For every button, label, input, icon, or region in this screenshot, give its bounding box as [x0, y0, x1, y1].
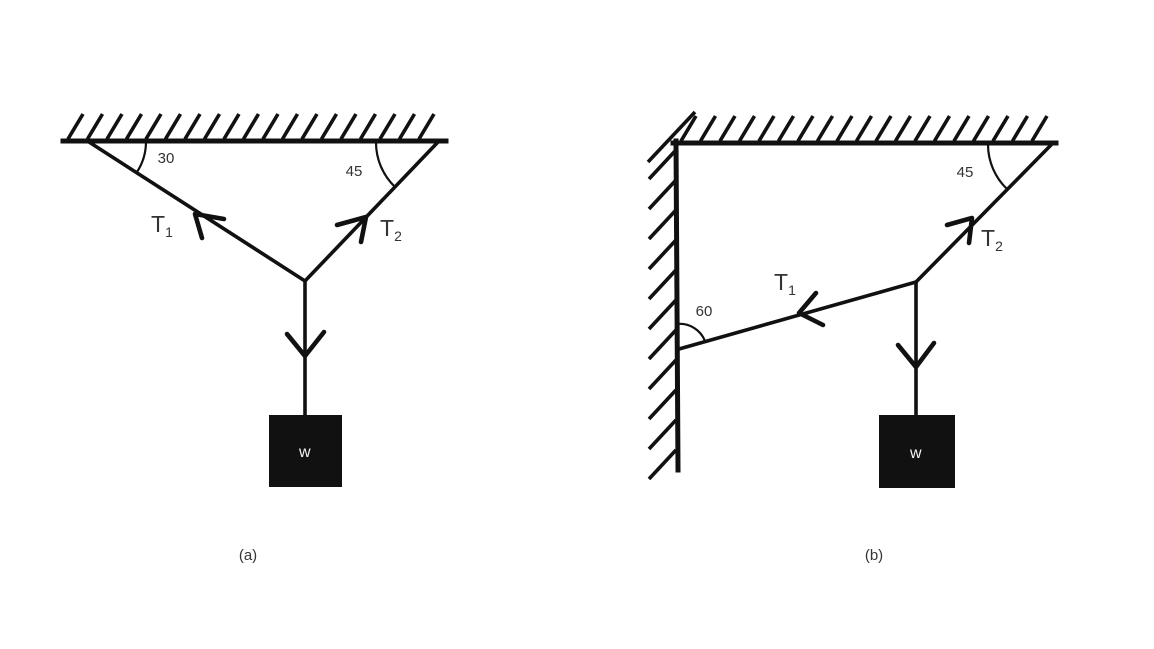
rope-t1-a — [87, 140, 307, 283]
ceiling-hatching-b — [679, 115, 1049, 142]
hatch-mark — [647, 298, 678, 331]
arrowhead-t1-b — [796, 290, 826, 328]
rope-t2-b — [914, 143, 1053, 284]
hatch-mark — [358, 113, 378, 140]
hatch-mark — [202, 113, 222, 140]
diagram-b: 60 45 T1 T2 w (b) — [646, 110, 1059, 564]
hatch-mark — [647, 208, 678, 241]
hatch-mark — [647, 238, 678, 271]
hatch-mark — [647, 148, 678, 181]
caption-b: (b) — [865, 547, 883, 564]
angle-arc-60-b — [676, 322, 707, 342]
wall-hatching-b — [646, 110, 697, 481]
angle-arc-45-b — [986, 144, 1008, 190]
hatch-mark — [893, 115, 913, 142]
weight-label-a: w — [298, 444, 311, 461]
rope-t1-b — [677, 280, 918, 351]
hatch-mark — [647, 178, 678, 211]
arrowhead-weight-a — [284, 329, 327, 359]
hatch-mark — [105, 113, 124, 140]
tension-label-t1-a: T1 — [151, 211, 173, 240]
hatch-mark — [647, 268, 678, 301]
arrowhead-t2-b — [944, 215, 975, 246]
tension-label-t1-b: T1 — [774, 269, 796, 298]
hatch-mark — [971, 115, 991, 142]
hatch-mark — [932, 115, 952, 142]
hatch-mark — [417, 113, 436, 140]
angle-arc-30-a — [136, 141, 148, 173]
hatch-mark — [85, 113, 105, 140]
hatch-mark — [319, 113, 339, 140]
hatch-mark — [280, 113, 300, 140]
arrowhead-t2-a — [334, 214, 369, 245]
hatch-mark — [776, 115, 796, 142]
hatch-mark — [163, 113, 183, 140]
angle-arc-45-a — [374, 141, 396, 188]
weight-box-b — [879, 415, 955, 488]
hatch-mark — [835, 115, 854, 142]
hatch-mark — [647, 328, 678, 361]
hatch-mark — [222, 113, 241, 140]
angle-label-45-a: 45 — [346, 163, 363, 180]
hatch-mark — [378, 113, 397, 140]
hatch-mark — [66, 113, 85, 140]
hatch-mark — [241, 113, 261, 140]
hatch-mark — [1010, 115, 1030, 142]
hatch-mark — [647, 448, 678, 481]
hatch-mark — [124, 113, 144, 140]
hatch-mark — [991, 115, 1010, 142]
hatch-mark — [913, 115, 932, 142]
hatch-mark — [261, 113, 280, 140]
hatch-mark — [647, 418, 678, 451]
hatch-mark — [144, 113, 163, 140]
hatch-mark — [647, 358, 678, 391]
hatch-mark — [757, 115, 776, 142]
hatch-mark — [646, 110, 697, 164]
tension-label-t2-a: T2 — [380, 215, 402, 244]
ceiling-hatching-a — [66, 113, 436, 140]
hatch-mark — [874, 115, 893, 142]
angle-label-30-a: 30 — [158, 150, 175, 167]
hatch-mark — [300, 113, 319, 140]
hatch-mark — [737, 115, 757, 142]
tension-label-t2-b: T2 — [981, 225, 1003, 254]
angle-label-60-b: 60 — [696, 303, 713, 320]
rope-t2-a — [303, 140, 440, 283]
hatch-mark — [647, 388, 678, 421]
wall-b — [673, 138, 681, 473]
hatch-mark — [854, 115, 874, 142]
hatch-mark — [397, 113, 417, 140]
hatch-mark — [679, 115, 698, 142]
hatch-mark — [718, 115, 737, 142]
hatch-mark — [1030, 115, 1049, 142]
hatch-mark — [815, 115, 835, 142]
hatch-mark — [339, 113, 358, 140]
arrowhead-weight-b — [895, 340, 937, 370]
arrowhead-t1-a — [192, 211, 227, 241]
angle-label-45-b: 45 — [957, 164, 974, 181]
hatch-mark — [952, 115, 971, 142]
hatch-mark — [183, 113, 202, 140]
hatch-mark — [698, 115, 718, 142]
weight-box-a — [269, 415, 342, 487]
diagram-a: 30 45 T1 T2 w (a) — [60, 113, 449, 564]
caption-a: (a) — [239, 547, 257, 564]
hatch-mark — [796, 115, 815, 142]
weight-label-b: w — [909, 445, 922, 462]
